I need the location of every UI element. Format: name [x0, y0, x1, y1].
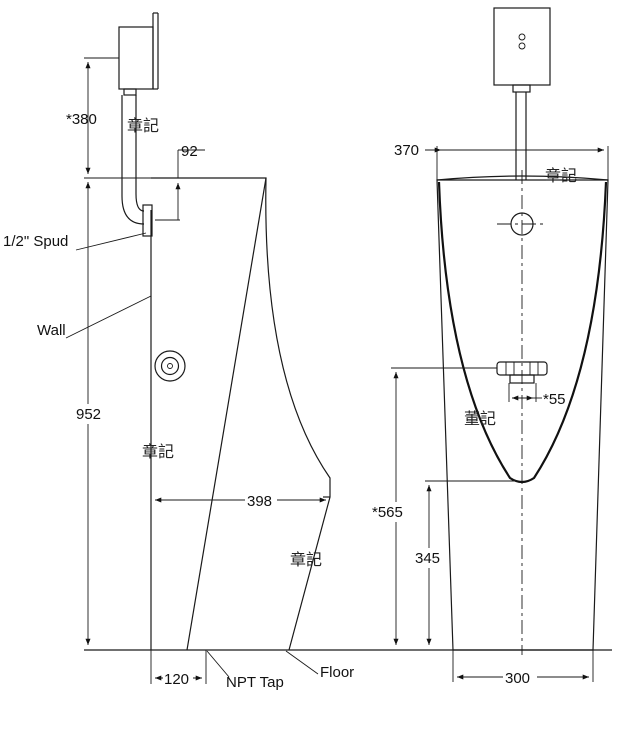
dim-380: *380 — [66, 57, 151, 179]
dim-92: 92 — [155, 143, 205, 221]
dim-398-label: 398 — [247, 493, 272, 510]
watermark-stamp: 章記 — [142, 442, 174, 461]
spud-connector — [142, 204, 153, 237]
dim-565: *565 — [372, 367, 497, 645]
outlet-circle — [154, 350, 186, 382]
dim-345-label: 345 — [415, 550, 440, 567]
dim-92-label: 92 — [181, 143, 198, 160]
dim-370: 370 — [394, 142, 609, 180]
dim-300: 300 — [452, 650, 594, 687]
urinal-body-side — [151, 177, 331, 651]
watermark-stamp: 章記 — [290, 550, 322, 569]
flush-valve-box-side — [118, 12, 159, 96]
side-view: *380 92 952 1/2" Spud Wall 398 — [3, 12, 612, 691]
flush-pipe-front — [515, 92, 527, 180]
dim-345: 345 — [414, 480, 516, 645]
dim-120: 120 — [150, 650, 207, 688]
spud-leader — [75, 232, 147, 251]
watermark-stamp: 章記 — [127, 116, 159, 135]
watermark-stamp: 董記 — [464, 409, 496, 428]
wall-leader — [65, 295, 152, 339]
dim-55: *55 — [508, 383, 566, 408]
dim-55-label: *55 — [543, 391, 566, 408]
dim-300-label: 300 — [505, 670, 530, 687]
dim-370-label: 370 — [394, 142, 419, 159]
outlet-fitting-front — [496, 361, 548, 384]
wall-label: Wall — [37, 322, 66, 339]
flush-sensor-front — [493, 7, 551, 93]
floor-leader — [285, 650, 319, 675]
dim-565-label: *565 — [372, 504, 403, 521]
dim-120-label: 120 — [164, 671, 189, 688]
front-view: 370 *55 *565 345 — [372, 7, 609, 687]
npt-tap-label: NPT Tap — [226, 674, 284, 691]
floor-label: Floor — [320, 664, 354, 681]
watermark-stamp: 章記 — [545, 166, 577, 185]
dim-952: 952 — [76, 182, 104, 645]
dim-398: 398 — [155, 492, 326, 510]
spud-label: 1/2" Spud — [3, 233, 68, 250]
flush-pipe — [121, 95, 145, 225]
dim-380-label: *380 — [66, 111, 97, 128]
watermarks: 章記 章記 章記 章記 董記 — [127, 116, 577, 569]
urinal-body-front — [436, 179, 609, 651]
dim-952-label: 952 — [76, 406, 101, 423]
urinal-bowl-front — [437, 181, 608, 484]
npt-tap-leader — [206, 650, 230, 678]
